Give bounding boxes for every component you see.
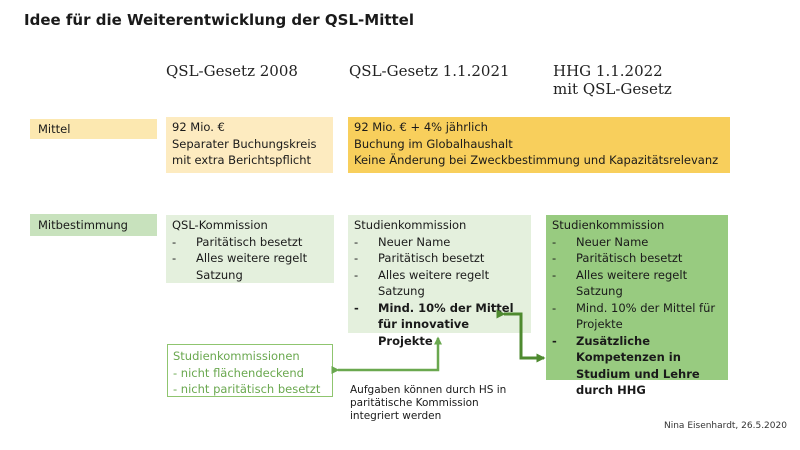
kommission-2021-box: Studienkommission Neuer Name Paritätisch… — [348, 215, 531, 348]
kommission-2022-box: Studienkommission Neuer Name Paritätisch… — [546, 215, 728, 397]
mittel-2021-line: 92 Mio. € + 4% jährlich — [354, 120, 488, 134]
kommission-2008-item: Paritätisch besetzt — [172, 234, 328, 251]
mittel-2008-line: mit extra Berichtspflicht — [172, 153, 312, 167]
kommission-2021-item: Neuer Name — [354, 234, 525, 251]
column-header-2022-line2: mit QSL-Gesetz — [553, 80, 672, 98]
mittel-2021-box: 92 Mio. € + 4% jährlich Buchung im Globa… — [348, 117, 730, 173]
row-label-mittel: Mittel — [30, 119, 157, 139]
column-header-2008: QSL-Gesetz 2008 — [166, 62, 298, 80]
kommission-2021-item: Paritätisch besetzt — [354, 250, 525, 267]
kommission-2021-item: Alles weitere regelt Satzung — [354, 267, 525, 300]
studienkommissionen-box: Studienkommissionen - nicht flächendecke… — [167, 344, 333, 397]
row-label-mitbestimmung: Mitbestimmung — [30, 214, 157, 236]
column-header-2022-line1: HHG 1.1.2022 — [553, 62, 663, 80]
double-arrow-to-studienkommission-2021 — [331, 336, 442, 374]
kommission-2022-item: Alles weitere regelt Satzung — [552, 267, 722, 300]
kommission-2022-head: Studienkommission — [552, 218, 665, 232]
kommission-2008-head: QSL-Kommission — [172, 218, 268, 232]
studienkommissionen-line: - nicht flächendeckend — [173, 365, 304, 380]
kommission-2022-item: Paritätisch besetzt — [552, 250, 722, 267]
mittel-2021-line: Keine Änderung bei Zweckbestimmung und K… — [354, 153, 719, 167]
author-credit: Nina Eisenhardt, 26.5.2020 — [664, 421, 787, 431]
kommission-2008-item: Alles weitere regelt Satzung — [172, 250, 328, 283]
kommission-2022-item: Mind. 10% der Mittel für Projekte — [552, 300, 722, 333]
studienkommissionen-line: - nicht paritätisch besetzt — [173, 382, 321, 396]
kommission-2008-box: QSL-Kommission Paritätisch besetzt Alles… — [166, 215, 334, 283]
column-header-2021: QSL-Gesetz 1.1.2021 — [349, 62, 510, 80]
kommission-2021-head: Studienkommission — [354, 218, 467, 232]
mittel-2008-line: Separater Buchungskreis — [172, 136, 317, 151]
integration-note: Aufgaben können durch HS in paritätische… — [350, 384, 507, 422]
studienkommissionen-line: Studienkommissionen — [173, 349, 300, 363]
kommission-2022-item: Neuer Name — [552, 234, 722, 251]
mittel-2008-line: 92 Mio. € — [172, 120, 225, 134]
mittel-2021-line: Buchung im Globalhaushalt — [354, 136, 513, 151]
kommission-2022-bold-item: Zusätzliche Kompetenzen in Studium und L… — [552, 333, 722, 399]
double-arrow-innovation-to-2022 — [496, 309, 546, 363]
column-header-2022: HHG 1.1.2022 mit QSL-Gesetz — [553, 62, 672, 98]
mittel-2008-box: 92 Mio. € Separater Buchungskreis mit ex… — [166, 117, 333, 173]
page-title: Idee für die Weiterentwicklung der QSL-M… — [24, 11, 414, 29]
